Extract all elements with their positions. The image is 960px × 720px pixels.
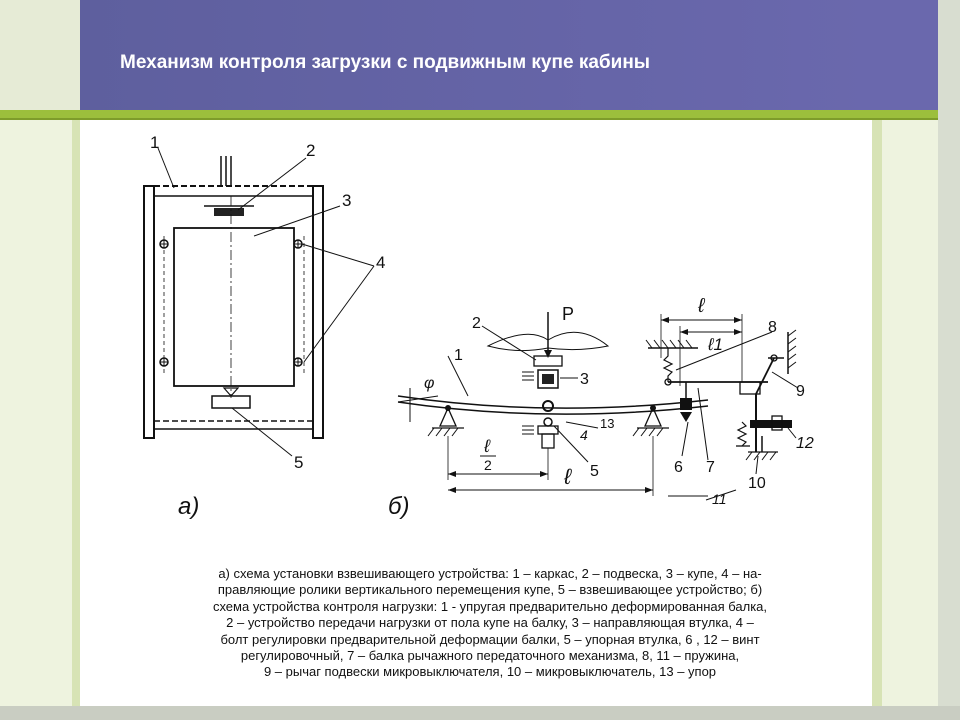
- diagram-a: 1 2 3 4 5 а): [143, 133, 385, 520]
- callout-b-5: 5: [590, 463, 599, 480]
- slide-header: [80, 0, 872, 110]
- figure-caption: а) схема установки взвешивающего устройс…: [108, 566, 872, 681]
- microswitch-lever: [755, 357, 775, 395]
- caption-line-5: болт регулировки предварительной деформа…: [220, 631, 760, 647]
- callout-b-10: 10: [748, 475, 766, 492]
- accent-line: [0, 110, 938, 118]
- angle-phi-label: φ: [424, 375, 434, 392]
- diagram-b-label: б): [388, 493, 410, 520]
- figure-panel: 1 2 3 4 5 а) φ: [108, 126, 872, 702]
- background-edge-right: [938, 0, 960, 720]
- cabin-box: [173, 227, 295, 387]
- spring-8: [662, 348, 674, 382]
- callout-b-7: 7: [706, 459, 715, 476]
- adjusting-screw-12: [784, 420, 792, 428]
- elastic-beam: [397, 395, 709, 409]
- guide-roller-icons: [159, 239, 303, 367]
- diagram-b: φ P: [388, 295, 814, 520]
- callout-b-2: 2: [472, 315, 481, 332]
- spring-11: [736, 421, 748, 447]
- background-band-right: [882, 0, 938, 720]
- background-strip-right: [872, 0, 882, 720]
- caption-line-7: 9 – рычаг подвески микровыключателя, 10 …: [263, 664, 717, 680]
- guide-bushing: [537, 369, 559, 389]
- header-right-extension: [872, 0, 938, 110]
- frame-left-upright: [143, 185, 155, 439]
- callout-a-1: 1: [150, 133, 159, 152]
- dimension-l-top: ℓ: [697, 295, 706, 317]
- callout-b-11: 11: [712, 491, 727, 507]
- background-band-left: [0, 0, 72, 720]
- page-title: Механизм контроля загрузки с подвижным к…: [120, 52, 651, 73]
- bottom-bar: [0, 706, 960, 720]
- callout-b-3: 3: [580, 371, 589, 388]
- adjusting-screw-6: [680, 398, 692, 410]
- caption-line-6: регулировочный, 7 – балка рычажного пере…: [240, 648, 740, 664]
- frame-right-upright: [312, 185, 324, 439]
- callout-b-6: 6: [674, 459, 683, 476]
- suspension-block: [214, 208, 244, 216]
- callout-a-5: 5: [294, 453, 303, 472]
- caption-line-4: 2 – устройство передачи нагрузки от пола…: [226, 615, 754, 631]
- dimension-l-bottom: ℓ: [563, 464, 572, 489]
- weighing-device: [211, 395, 251, 409]
- callout-b-9: 9: [796, 383, 805, 400]
- header-left-extension: [0, 0, 80, 110]
- callout-b-1: 1: [454, 347, 463, 364]
- accent-line-shadow: [0, 118, 938, 120]
- callout-b-12: 12: [796, 435, 814, 452]
- callout-a-2: 2: [306, 141, 315, 160]
- background-strip-left: [72, 0, 80, 720]
- caption-line-3: схема устройства контроля нагрузки: 1 - …: [212, 598, 768, 614]
- callout-b-8: 8: [768, 319, 777, 336]
- dimension-l1: ℓ1: [707, 335, 723, 354]
- caption-line-2: правляющие ролики вертикального перемеще…: [217, 582, 763, 598]
- mechanism-diagram: 1 2 3 4 5 а) φ: [143, 133, 814, 520]
- callout-b-4: 4: [580, 427, 588, 443]
- callout-a-3: 3: [342, 191, 351, 210]
- dimension-half-denominator: 2: [484, 457, 492, 473]
- dimension-half-numerator: ℓ: [483, 436, 491, 456]
- callout-a-4: 4: [376, 253, 385, 272]
- caption-line-1: а) схема установки взвешивающего устройс…: [218, 566, 762, 581]
- callout-b-13: 13: [600, 416, 614, 431]
- force-p-label: P: [562, 304, 574, 324]
- diagram-a-label: а): [178, 493, 199, 520]
